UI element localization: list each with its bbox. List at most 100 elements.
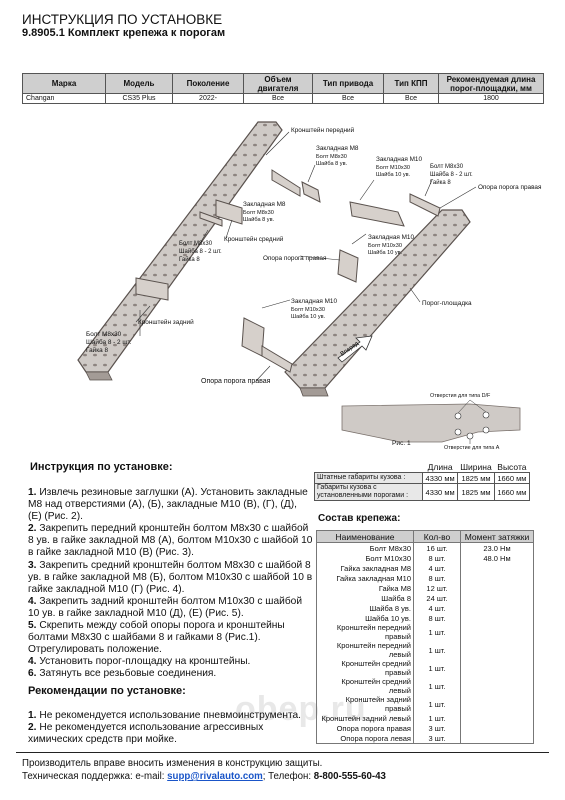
kit-row: Шайба 10 ув.8 шт.: [316, 613, 534, 623]
dims-col-height: Высота: [494, 462, 530, 473]
vehicle-drive: Все: [312, 93, 384, 104]
support-label: Техническая поддержка: e-mail:: [22, 771, 168, 782]
label-holes-df: Отверстия для типа D/F: [430, 393, 491, 399]
dims-value: 1825 мм: [457, 472, 495, 484]
dims-col-width: Ширина: [457, 462, 495, 473]
kit-item-qty: 16 шт.: [413, 542, 461, 553]
label-emb-m8-mid-3: Шайба 8 ув.: [243, 216, 275, 223]
rec-text: Не рекомендуется использование пневмоинс…: [36, 710, 302, 721]
vehicle-gearbox: Все: [383, 93, 439, 104]
footer-disclaimer: Производитель вправе вносить изменения в…: [22, 758, 323, 769]
rec-number: 2.: [28, 722, 37, 734]
label-emb-m10-low-2: Болт М10х30: [291, 307, 325, 313]
instruction-step: 4. Закрепить задний кронштейн болтом М10…: [28, 596, 313, 620]
step-number: 4.: [28, 656, 37, 668]
step-text: Извлечь резиновые заглушки (А). Установи…: [28, 487, 308, 523]
dims-value: 1660 мм: [493, 483, 531, 501]
dims-row: Габариты кузова с установленными порогам…: [314, 483, 531, 501]
label-bracket-rear: Кронштейн задний: [138, 318, 194, 326]
vehicle-engine: Все: [243, 93, 313, 104]
support-email-link[interactable]: supp@rivalauto.com: [167, 771, 263, 782]
step-number: 5.: [28, 620, 37, 632]
rec-number: 1.: [28, 710, 37, 721]
label-support-right-low: Опора порога правая: [201, 378, 271, 385]
kit-item-name: Болт М8х30: [316, 542, 414, 553]
label-bolt-m8-r1: Болт М8х30: [430, 164, 464, 170]
recommendation-item: 2. Не рекомендуется использование агресс…: [28, 722, 318, 746]
kit-item-name: Кронштейн задний левый: [316, 713, 414, 723]
label-bracket-middle: Кронштейн средний: [224, 235, 284, 243]
step-board-left: [77, 121, 283, 381]
step-text: Затянуть все резьбовые соединения.: [36, 668, 217, 680]
kit-row: Шайба 8 ув.4 шт.: [316, 603, 534, 613]
kit-item-qty: 8 шт.: [413, 553, 461, 563]
vehicle-col-generation: Поколение: [172, 73, 244, 94]
kit-item-torque: [460, 695, 534, 713]
kit-item-qty: 4 шт.: [413, 563, 461, 573]
step-text: Скрепить между собой опоры порога и крон…: [28, 620, 285, 644]
leader-lines: [135, 131, 477, 382]
step-text: Закрепить задний кронштейн болтом М10х30…: [28, 595, 303, 619]
label-emb-m8-mid-2: Болт М8х30: [243, 210, 274, 216]
kit-item-torque: 48.0 Нм: [460, 553, 534, 563]
vehicle-col-gearbox: Тип КПП: [383, 73, 439, 94]
label-emb-m8-top-2: Болт М8х30: [316, 154, 347, 160]
kit-item-name: Шайба 8: [316, 593, 414, 603]
kit-item-qty: 24 шт.: [413, 593, 461, 603]
support-right-low-part: [241, 317, 265, 357]
instruction-step: 1. Извлечь резиновые заглушки (А). Устан…: [28, 487, 313, 523]
dims-row: Штатные габариты кузова : 4330 мм 1825 м…: [314, 472, 531, 484]
label-emb-m8-top-1: Закладная М8: [316, 145, 359, 152]
vehicle-table-row: Changan CS35 Plus 2022- Все Все Все 1800: [22, 93, 544, 104]
vehicle-generation: 2022-: [172, 93, 244, 104]
kit-item-name: Кронштейн средний правый: [316, 659, 414, 677]
kit-col-qty: Кол-во: [413, 530, 461, 543]
kit-heading: Состав крепежа:: [318, 513, 401, 524]
bracket-middle-part: [215, 199, 243, 225]
kit-item-qty: 4 шт.: [413, 603, 461, 613]
kit-item-torque: [460, 677, 534, 695]
kit-item-qty: 1 шт.: [413, 641, 461, 659]
bracket-front-tab: [301, 181, 321, 203]
label-emb-m10-top-1: Закладная М10: [376, 156, 422, 163]
kit-item-qty: 1 шт.: [413, 695, 461, 713]
kit-item-name: Гайка закладная М10: [316, 573, 414, 583]
label-bolt-m8-r3: Гайка 8: [430, 179, 451, 186]
dims-corner: [314, 462, 423, 473]
kit-col-torque: Момент затяжки: [460, 530, 534, 543]
vehicle-col-drive: Тип привода: [312, 73, 384, 94]
footer-divider: [16, 752, 549, 753]
kit-item-name: Шайба 10 ув.: [316, 613, 414, 623]
kit-item-qty: 3 шт.: [413, 733, 461, 744]
instruction-step: 4. Установить порог-площадку на кронштей…: [28, 656, 313, 668]
support-right-mid-part: [337, 249, 359, 283]
vehicle-col-engine: Объем двигателя: [243, 73, 313, 94]
kit-item-name: Кронштейн задний правый: [316, 695, 414, 713]
diagram-labels: Кронштейн передний Закладная М8 Болт М8х…: [86, 126, 542, 451]
kit-item-name: Гайка М8: [316, 583, 414, 593]
kit-item-torque: 23.0 Нм: [460, 542, 534, 553]
support-phone: 8-800-555-60-43: [313, 771, 386, 782]
recommendation-item: 1. Не рекомендуется использование пневмо…: [28, 710, 318, 722]
kit-item-name: Опора порога левая: [316, 733, 414, 744]
kit-item-torque: [460, 563, 534, 573]
label-fig1: Рис. 1: [392, 440, 411, 447]
vehicle-make: Changan: [22, 93, 106, 104]
kit-item-torque: [460, 623, 534, 641]
label-step-board: Порог-площадка: [422, 300, 472, 307]
page-subtitle: 9.8905.1 Комплект крепежа к порогам: [22, 27, 226, 39]
kit-item-torque: [460, 603, 534, 613]
kit-item-qty: 8 шт.: [413, 613, 461, 623]
instructions-heading: Инструкция по установке:: [30, 461, 173, 473]
support-right-low-foot: [261, 345, 293, 373]
label-emb-m8-top-3: Шайба 8 ув.: [316, 160, 348, 167]
instructions-list: 1. Извлечь резиновые заглушки (А). Устан…: [28, 487, 313, 681]
label-emb-m10-mid-3: Шайба 10 ув.: [368, 249, 403, 256]
dims-header: Длина Ширина Высота: [314, 462, 530, 473]
